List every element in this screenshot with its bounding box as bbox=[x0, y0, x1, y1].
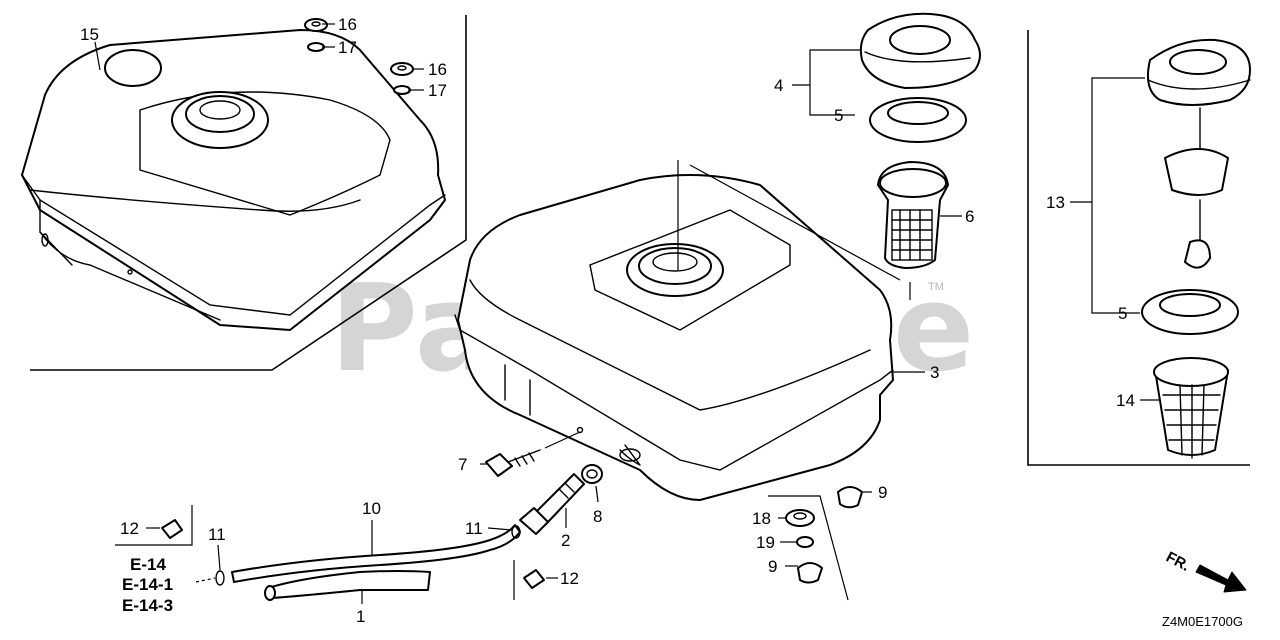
callout-6[interactable]: 6 bbox=[965, 207, 974, 226]
callout-14[interactable]: 14 bbox=[1116, 391, 1135, 410]
cap-13-frame bbox=[1027, 30, 1250, 466]
front-label: FR. bbox=[1163, 549, 1192, 575]
bolt-7[interactable] bbox=[485, 431, 581, 477]
ref-bracket bbox=[115, 505, 515, 600]
fuel-cap-4[interactable] bbox=[859, 12, 981, 89]
callout-17-b[interactable]: 17 bbox=[428, 81, 447, 100]
callout-5-a[interactable]: 5 bbox=[834, 106, 843, 125]
callout-19[interactable]: 19 bbox=[756, 533, 775, 552]
hose-clamp-12-a[interactable] bbox=[161, 519, 183, 539]
hose-clamp-12-b[interactable] bbox=[523, 569, 545, 589]
washer-17-a[interactable] bbox=[307, 42, 325, 52]
drain-bolt-9-a[interactable] bbox=[837, 486, 863, 509]
washer-16-a[interactable] bbox=[304, 18, 328, 32]
fuel-hose-1[interactable] bbox=[264, 570, 431, 601]
fuel-strainer-14[interactable] bbox=[1153, 357, 1229, 459]
hose-clip-11-b[interactable] bbox=[511, 525, 521, 539]
washer-group-bracket bbox=[768, 495, 849, 601]
ref-e-14-1[interactable]: E-14-1 bbox=[122, 575, 173, 594]
callout-12-a[interactable]: 12 bbox=[120, 519, 139, 538]
callout-2[interactable]: 2 bbox=[561, 531, 570, 550]
fuel-cock-2[interactable] bbox=[519, 473, 585, 535]
tank-15-frame bbox=[30, 15, 467, 371]
fuel-gasket-5-b[interactable] bbox=[1141, 289, 1239, 335]
fuel-tank-15[interactable] bbox=[21, 29, 446, 331]
callout-11-b[interactable]: 11 bbox=[465, 519, 483, 538]
ref-e-14-3[interactable]: E-14-3 bbox=[122, 596, 173, 615]
callout-7[interactable]: 7 bbox=[458, 455, 467, 474]
washer-8[interactable] bbox=[581, 464, 603, 484]
callout-1[interactable]: 1 bbox=[356, 607, 365, 626]
callout-9-a[interactable]: 9 bbox=[878, 483, 887, 502]
callout-12-b[interactable]: 12 bbox=[560, 569, 579, 588]
front-direction-indicator: FR. bbox=[1163, 549, 1247, 593]
hose-clip-11-a[interactable] bbox=[215, 570, 225, 586]
washer-16-b[interactable] bbox=[390, 62, 414, 76]
callout-15[interactable]: 15 bbox=[80, 25, 99, 44]
diagram-code: Z4M0E1700G bbox=[1162, 614, 1243, 629]
callout-4[interactable]: 4 bbox=[774, 76, 783, 95]
callout-17-a[interactable]: 17 bbox=[338, 38, 357, 57]
callout-13[interactable]: 13 bbox=[1046, 193, 1065, 212]
callout-18[interactable]: 18 bbox=[752, 509, 771, 528]
callout-9-b[interactable]: 9 bbox=[768, 557, 777, 576]
fuel-cap-13[interactable] bbox=[1147, 38, 1251, 269]
fuel-strainer-6[interactable] bbox=[877, 161, 949, 300]
callout-5-b[interactable]: 5 bbox=[1118, 304, 1127, 323]
callout-8[interactable]: 8 bbox=[593, 507, 602, 526]
watermark-tm: TM bbox=[928, 281, 944, 293]
callout-10[interactable]: 10 bbox=[362, 499, 381, 518]
fuel-tank-3[interactable] bbox=[454, 174, 894, 501]
washer-18[interactable] bbox=[785, 509, 815, 527]
callout-3[interactable]: 3 bbox=[930, 363, 939, 382]
fuel-gasket-5-a[interactable] bbox=[869, 97, 967, 143]
leader-lines bbox=[94, 23, 1160, 604]
callout-16-b[interactable]: 16 bbox=[428, 60, 447, 79]
callout-16-a[interactable]: 16 bbox=[338, 15, 357, 34]
washer-19[interactable] bbox=[796, 536, 814, 548]
tank-guide-lines bbox=[677, 160, 901, 281]
washer-17-b[interactable] bbox=[393, 85, 411, 95]
ref-e-14[interactable]: E-14 bbox=[130, 555, 166, 574]
drain-bolt-9-b[interactable] bbox=[797, 562, 823, 584]
callout-11-a[interactable]: 11 bbox=[208, 525, 226, 544]
front-arrow-icon bbox=[1195, 564, 1247, 593]
